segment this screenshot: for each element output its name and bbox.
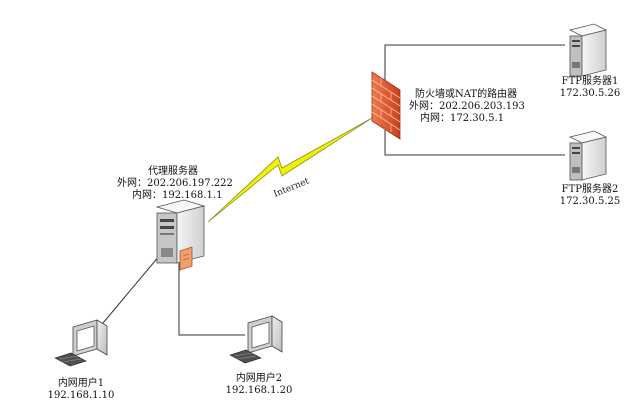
proxy-to-user2-line <box>178 260 245 336</box>
desktop-computer-icon <box>54 319 108 367</box>
ftp-server-2-ip: 172.30.5.25 <box>559 196 621 207</box>
ftp-server-1 <box>568 23 608 77</box>
network-card-icon <box>179 246 193 271</box>
internet-label: Internet <box>272 176 311 199</box>
proxy-to-user1-line <box>92 254 161 336</box>
firewall-title: 防火墙或NAT的路由器 <box>415 89 518 100</box>
firewall-to-ftp2-line <box>384 130 565 156</box>
internal-user-1 <box>54 319 108 367</box>
proxy-server-internal-ip: 内网：192.168.1.1 <box>132 190 223 201</box>
server-tower-icon <box>568 130 608 181</box>
internal-user-1-ip: 192.168.1.10 <box>47 390 115 401</box>
firewall-external-ip: 外网：202.206.203.193 <box>409 101 525 112</box>
internal-user-1-name: 内网用户1 <box>57 378 105 389</box>
internal-user-2 <box>229 315 283 364</box>
server-tower-icon <box>568 23 608 77</box>
internet-lightning-link <box>207 117 373 223</box>
firewall-internal-ip: 内网：172.30.5.1 <box>420 113 505 124</box>
firewall-brick-icon <box>371 71 401 140</box>
proxy-server-external-ip: 外网：202.206.197.222 <box>117 178 233 189</box>
proxy-server-title: 代理服务器 <box>148 166 198 177</box>
ftp-server-2-name: FTP服务器2 <box>561 184 619 195</box>
proxy-server <box>155 199 206 271</box>
firewall-router <box>371 71 401 140</box>
server-tower-icon <box>155 199 206 264</box>
internal-user-2-name: 内网用户2 <box>235 373 283 384</box>
ftp-server-2 <box>568 130 608 181</box>
internal-user-2-ip: 192.168.1.20 <box>225 385 293 396</box>
ftp-server-1-ip: 172.30.5.26 <box>559 88 621 99</box>
lightning-bolt-icon <box>207 117 373 223</box>
desktop-computer-icon <box>229 315 283 364</box>
ftp-server-1-name: FTP服务器1 <box>561 76 619 87</box>
